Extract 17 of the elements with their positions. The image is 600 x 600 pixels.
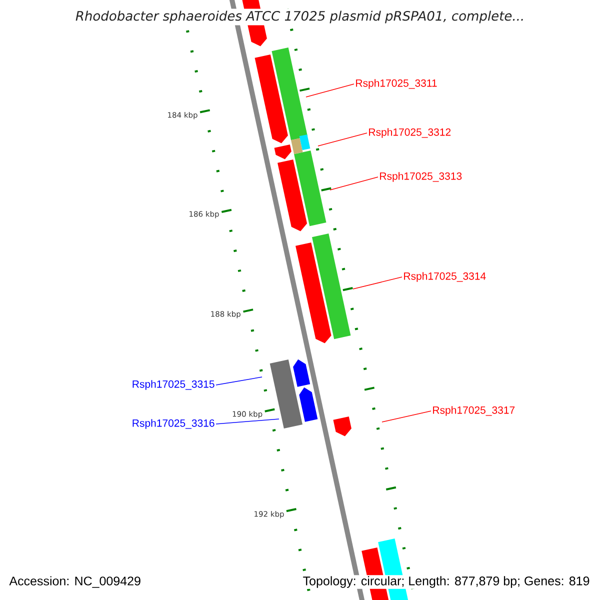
gene-label: Rsph17025_3317 — [433, 406, 515, 416]
summary-label: Topology: circular; Length: 877,879 bp; Genes: 819 — [302, 575, 591, 589]
leader-line — [306, 84, 354, 98]
leader-line — [352, 276, 402, 290]
gene-label: Rsph17025_3313 — [380, 172, 462, 182]
accession-label: Accession: NC_009429 — [8, 575, 142, 589]
leader-line — [330, 176, 378, 190]
leader-line — [216, 418, 280, 424]
leader-line — [318, 132, 368, 146]
gene-label: Rsph17025_3316 — [132, 419, 214, 429]
leader-line — [216, 376, 262, 386]
gene-label: Rsph17025_3312 — [369, 128, 451, 138]
gene-label: Rsph17025_3311 — [356, 79, 437, 89]
leader-line — [382, 410, 432, 422]
gene-label: Rsph17025_3314 — [404, 272, 486, 282]
gene-label: Rsph17025_3315 — [132, 380, 214, 390]
map-title: Rhodobacter sphaeroides ATCC 17025 plasmid pRSPA01, complete... — [73, 8, 527, 26]
